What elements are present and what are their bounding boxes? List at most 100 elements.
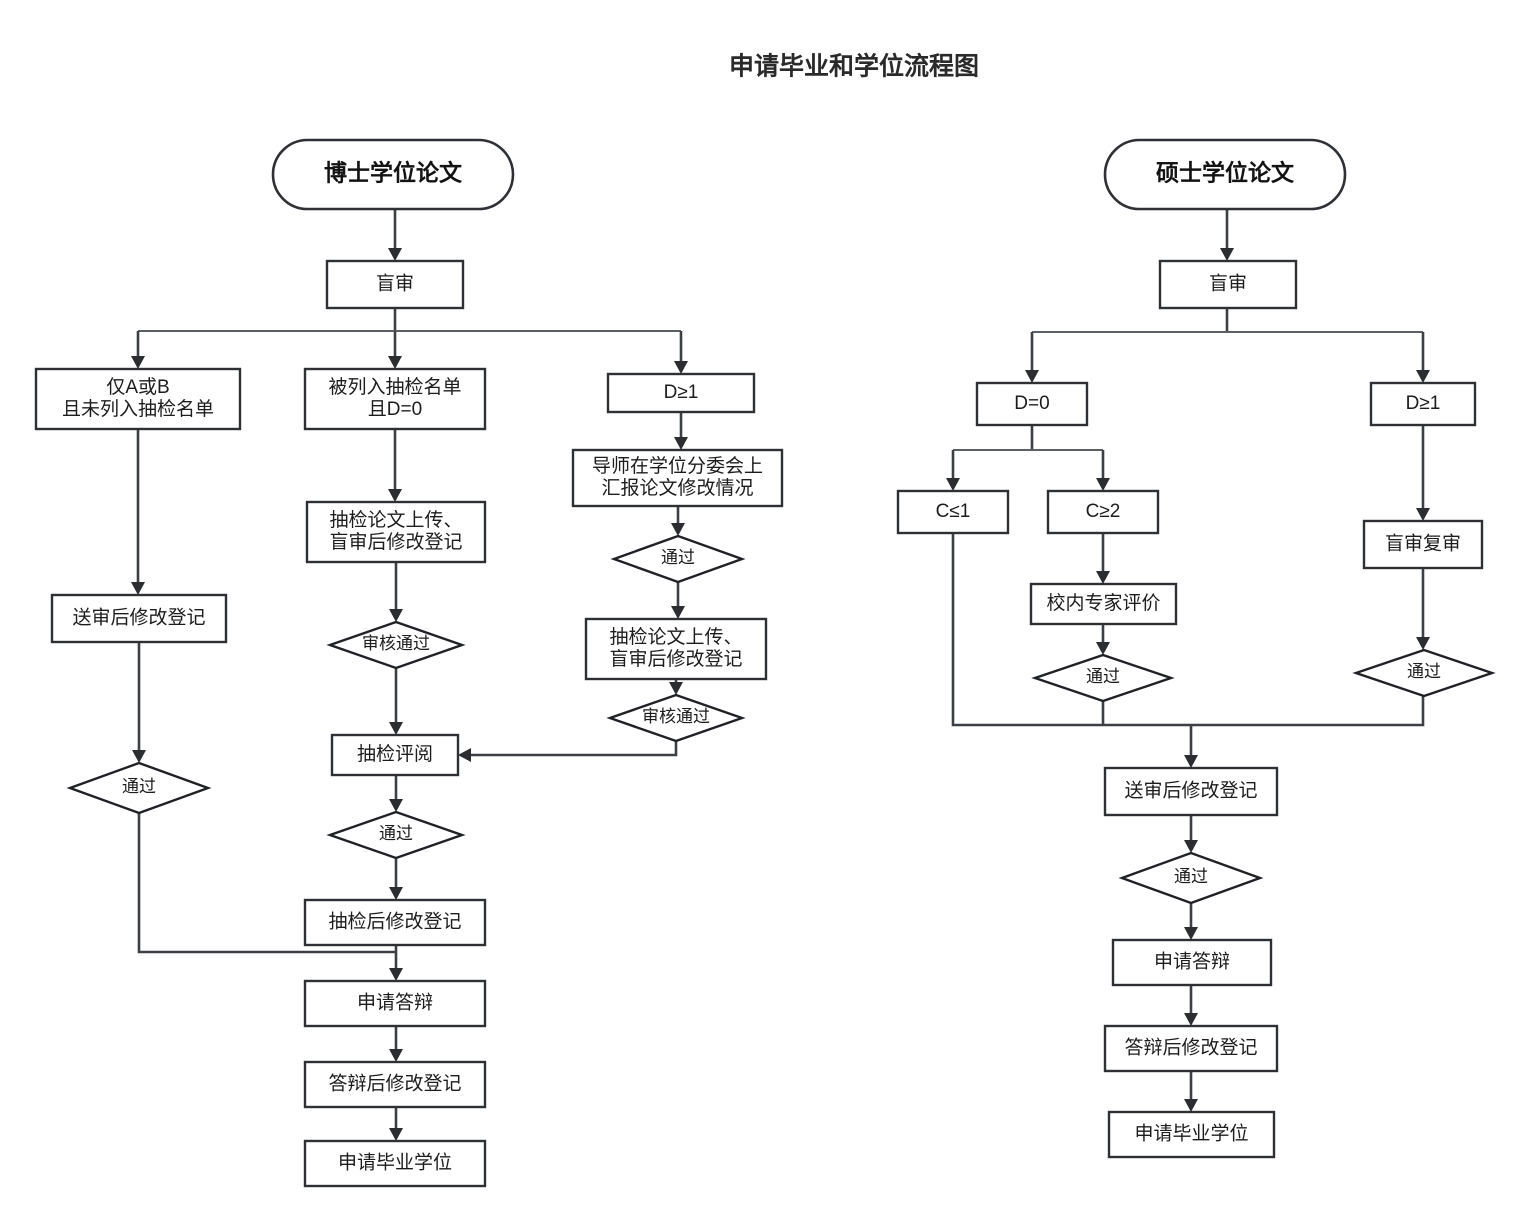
edge-d_diag_pass_left-to-d_apply_def: [137, 813, 396, 954]
edge-m_subfork-to-m_cle1: [946, 448, 1103, 491]
node-m_cle1[interactable]: C≤1: [896, 489, 1010, 535]
node-label-m_expert: 校内专家评价: [1046, 592, 1160, 614]
node-label-d_diag_pass2: 通过: [379, 824, 413, 843]
edge-d_upload2-to-d_diag_audit2: [669, 679, 683, 695]
node-d_after_def[interactable]: 答辩后修改登记: [303, 1060, 487, 1109]
node-m_start[interactable]: 硕士学位论文: [1103, 138, 1347, 211]
node-d_upload2[interactable]: 抽检论文上传、盲审后修改登记: [584, 617, 768, 681]
node-m_apply_deg[interactable]: 申请毕业学位: [1107, 1110, 1276, 1159]
node-m_expert[interactable]: 校内专家评价: [1029, 582, 1178, 626]
node-label-d_report: 导师在学位分委会上汇报论文修改情况: [592, 455, 763, 499]
edge-m_fork-to-m_dge1: [1416, 332, 1430, 383]
node-d_apply_def[interactable]: 申请答辩: [303, 979, 487, 1028]
node-d_after_mod[interactable]: 抽检后修改登记: [303, 898, 487, 947]
node-label-m_d0: D=0: [1014, 393, 1049, 414]
node-label-d_send_mod: 送审后修改登记: [72, 607, 205, 629]
node-d_start[interactable]: 博士学位论文: [271, 138, 515, 211]
edge-d_diag_audit1-to-d_review: [389, 668, 403, 735]
edge-d_report-to-d_diag_pass1: [671, 506, 685, 536]
node-d_review[interactable]: 抽检评阅: [330, 733, 460, 777]
node-label-m_apply_def: 申请答辩: [1154, 951, 1230, 973]
edge-d_after_mod-to-d_apply_def: [389, 945, 403, 981]
node-label-d_apply_def: 申请答辩: [357, 992, 433, 1014]
edge-m_start-to-m_blind: [1220, 209, 1234, 261]
edge-m_diag_pass2-to-merge: [1191, 696, 1425, 727]
node-d_blind[interactable]: 盲审: [325, 259, 465, 310]
edge-m_cle1-to-merge: [951, 533, 1191, 727]
node-label-m_cle1: C≤1: [936, 501, 971, 522]
node-d_report[interactable]: 导师在学位分委会上汇报论文修改情况: [571, 448, 784, 508]
node-m_cge2[interactable]: C≥2: [1046, 489, 1160, 535]
node-label-m_blind: 盲审: [1209, 273, 1247, 295]
node-d_dge1[interactable]: D≥1: [606, 372, 756, 414]
node-label-d_diag_audit2: 审核通过: [642, 707, 710, 726]
node-m_dge1[interactable]: D≥1: [1369, 381, 1477, 427]
edge-d_apply_def-to-d_after_def: [389, 1026, 403, 1062]
node-label-d_start: 博士学位论文: [324, 160, 463, 186]
edge-m_fork-to-m_d0: [1025, 330, 1423, 383]
edge-m_diag_pass3-to-m_apply_def: [1184, 903, 1198, 940]
edge-d_review-to-d_diag_pass2: [389, 775, 403, 812]
node-label-m_diag_pass2: 通过: [1407, 662, 1441, 681]
node-label-d_upload1: 抽检论文上传、盲审后修改登记: [329, 509, 462, 553]
node-m_diag_pass1[interactable]: 通过: [1031, 653, 1175, 703]
edge-d_diag_pass2-to-d_after_mod: [389, 858, 403, 900]
node-m_blind[interactable]: 盲审: [1158, 259, 1298, 310]
edge-merge-to-m_send_mod: [1184, 725, 1198, 768]
node-label-d_blind: 盲审: [376, 273, 414, 295]
edge-d_dge1-to-d_report: [674, 412, 688, 450]
edge-d_send_mod-to-d_diag_pass_left: [132, 642, 146, 763]
edge-fork-to-d_listed: [388, 331, 402, 369]
node-d_diag_pass_left[interactable]: 通过: [66, 761, 212, 815]
node-label-m_start: 硕士学位论文: [1156, 160, 1295, 186]
edge-d_listed-to-d_upload1: [388, 429, 402, 502]
node-m_after_def[interactable]: 答辩后修改登记: [1103, 1024, 1279, 1073]
page-title: 申请毕业和学位流程图: [729, 52, 979, 81]
node-d_send_mod[interactable]: 送审后修改登记: [50, 593, 228, 644]
node-label-m_after_def: 答辩后修改登记: [1124, 1037, 1257, 1059]
edge-m_reblind-to-m_diag_pass2: [1416, 568, 1430, 650]
edge-m_expert-to-m_diag_pass1: [1096, 624, 1110, 655]
node-d_diag_audit1[interactable]: 审核通过: [326, 620, 466, 670]
node-label-d_upload2: 抽检论文上传、盲审后修改登记: [609, 626, 742, 670]
node-d_diag_pass1[interactable]: 通过: [610, 534, 746, 584]
edge-fork-to-d_ab: [131, 329, 681, 369]
node-label-d_review: 抽检评阅: [357, 743, 433, 765]
node-label-m_diag_pass3: 通过: [1174, 867, 1208, 886]
node-label-d_after_mod: 抽检后修改登记: [328, 911, 461, 933]
node-m_reblind[interactable]: 盲审复审: [1362, 519, 1484, 570]
node-label-m_dge1: D≥1: [1406, 393, 1441, 414]
node-label-m_apply_deg: 申请毕业学位: [1134, 1123, 1248, 1145]
edge-m_dge1-to-m_reblind: [1416, 425, 1430, 521]
node-d_diag_audit2[interactable]: 审核通过: [606, 693, 746, 743]
edge-d_start-to-d_blind: [388, 209, 402, 261]
node-m_apply_def[interactable]: 申请答辩: [1111, 938, 1273, 987]
node-d_upload1[interactable]: 抽检论文上传、盲审后修改登记: [305, 500, 487, 564]
node-m_diag_pass2[interactable]: 通过: [1352, 648, 1496, 698]
edge-m_cge2-to-m_expert: [1096, 533, 1110, 584]
node-label-d_listed: 被列入抽检名单且D=0: [328, 376, 461, 420]
edge-m_apply_def-to-m_after_def: [1184, 985, 1198, 1026]
node-d_diag_pass2[interactable]: 通过: [326, 810, 466, 860]
node-label-d_dge1: D≥1: [664, 382, 699, 403]
edge-m_after_def-to-m_apply_deg: [1184, 1071, 1198, 1112]
edge-m_subfork-to-m_cge2: [1096, 450, 1110, 491]
node-d_listed[interactable]: 被列入抽检名单且D=0: [303, 367, 487, 431]
edge-d_ab-to-d_send_mod: [131, 429, 145, 595]
node-label-m_reblind: 盲审复审: [1385, 533, 1461, 555]
edge-fork-to-d_dge1: [674, 331, 688, 374]
edge-m_send_mod-to-m_diag_pass3: [1184, 815, 1198, 853]
node-label-d_diag_pass1: 通过: [661, 548, 695, 567]
node-label-d_diag_audit1: 审核通过: [362, 634, 430, 653]
edges-layer: [131, 209, 1430, 1141]
node-m_send_mod[interactable]: 送审后修改登记: [1103, 766, 1279, 817]
node-m_diag_pass3[interactable]: 通过: [1118, 851, 1264, 905]
node-d_apply_deg[interactable]: 申请毕业学位: [303, 1139, 487, 1188]
node-label-m_diag_pass1: 通过: [1086, 667, 1120, 686]
edge-d_upload1-to-d_diag_audit1: [389, 562, 403, 622]
node-m_d0[interactable]: D=0: [975, 381, 1089, 427]
